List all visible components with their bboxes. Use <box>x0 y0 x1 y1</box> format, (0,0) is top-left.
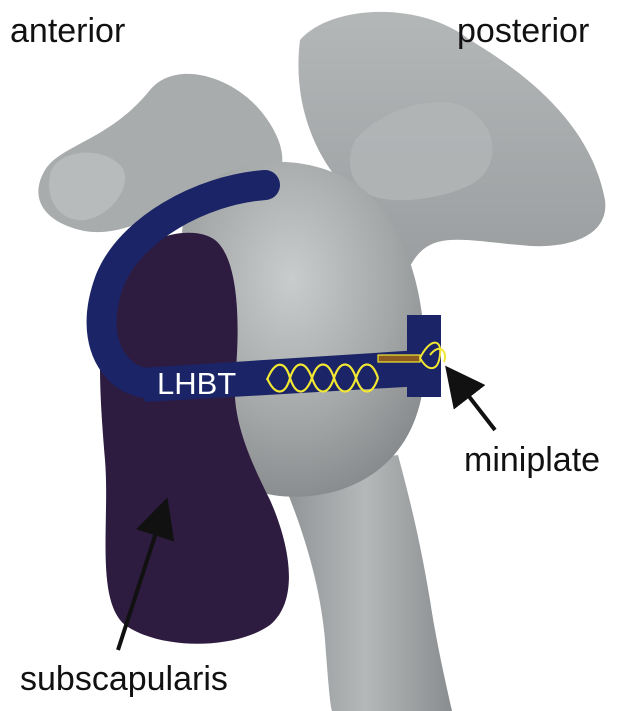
miniplate-label: miniplate <box>464 443 600 477</box>
lhbt-label: LHBT <box>157 368 236 399</box>
suture-strand <box>378 355 420 362</box>
anterior-label: anterior <box>10 14 125 48</box>
posterior-label: posterior <box>457 14 589 48</box>
miniplate-arrow <box>450 372 495 430</box>
subscapularis-label: subscapularis <box>20 662 228 696</box>
